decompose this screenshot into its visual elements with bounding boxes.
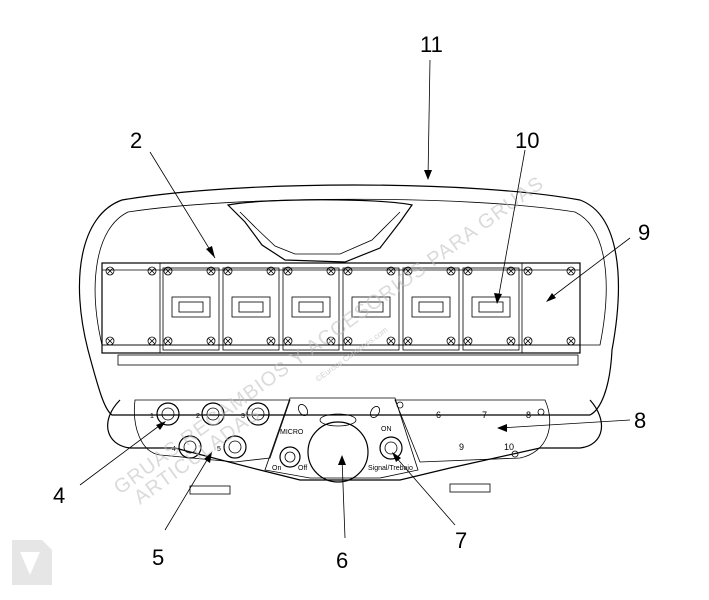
button-label-2: 2 [196,413,200,420]
status-led-left [298,404,308,416]
screw-icon [523,336,533,346]
screw-icon [446,266,456,276]
push-button-5[interactable] [223,435,247,459]
right-number-panel: 6 7 8 9 10 [396,401,545,458]
screw-icon [326,336,336,346]
screw-icon [163,336,173,346]
switch-3[interactable] [282,267,340,351]
callout-2: 2 [130,128,142,153]
button-label-1: 1 [150,413,154,420]
joystick-knob[interactable] [307,413,369,483]
screw-icon [206,336,216,346]
micro-label: MICRO [280,429,304,436]
switch-6[interactable] [462,267,520,351]
callout-10: 10 [515,128,539,153]
on-label: ON [381,426,392,433]
micro-off-label: Off [298,465,307,472]
switch-panel [101,262,581,354]
screw-icons [105,266,576,346]
screw-icon [343,266,353,276]
screw-icon [523,266,533,276]
switch-1[interactable] [162,267,220,351]
screw-icon [386,266,396,276]
screw-icon [163,266,173,276]
screw-icon [463,266,473,276]
screw-icon [566,266,576,276]
deck-left-pod [134,399,291,463]
screw-icon [266,336,276,346]
left-button-group: 1 2 3 4 5 [150,402,270,459]
signal-label: Signal/Trebajo [368,465,413,472]
screw-icon [343,336,353,346]
screw-icon [566,336,576,346]
center-controls: MICRO On Off ON Signal/Trebajo [272,404,413,483]
callout-6: 6 [336,548,348,573]
callout-4: 4 [53,483,65,508]
screw-icon [326,266,336,276]
panel-screw-left [396,401,404,409]
leader-lines [79,59,631,539]
screw-icon [506,336,516,346]
callout-8: 8 [634,408,646,433]
push-button-2[interactable] [201,402,225,426]
screw-icon [446,336,456,346]
button-label-4: 4 [172,446,176,453]
switch-5[interactable] [402,267,460,351]
status-led-right [370,406,380,418]
top-hood-inner [239,211,401,255]
screw-icon [463,336,473,346]
number-9: 9 [459,442,464,452]
switch-modules [162,267,520,351]
screw-icon [206,266,216,276]
number-10: 10 [504,442,514,452]
on-switch[interactable] [379,436,403,460]
screw-icon [266,266,276,276]
screw-icon [506,266,516,276]
screw-icon [386,336,396,346]
watermark-line-1: GRUAS RECAMBIOS Y ACCESORIOS PARA GRUAS [110,172,548,499]
right-foot [449,483,491,493]
switch-2[interactable] [222,267,280,351]
callout-7: 7 [455,528,467,553]
push-button-3[interactable] [246,402,270,426]
panel-screw-bottom [511,450,519,458]
switch-4[interactable] [342,267,400,351]
housing-outline [78,184,619,416]
screw-icon [403,266,413,276]
screw-icon [223,266,233,276]
top-hood [226,199,414,263]
callout-11: 11 [420,32,443,57]
push-button-1[interactable] [156,402,180,426]
button-label-5: 5 [217,446,221,453]
deck-right-pod [394,399,551,463]
document-icon [12,540,52,585]
screw-icon [223,336,233,346]
button-label-3: 3 [241,413,245,420]
callout-9: 9 [638,220,650,245]
callout-5: 5 [152,545,164,570]
screw-icon [283,336,293,346]
push-button-4[interactable] [178,435,202,459]
watermark: GRUAS RECAMBIOS Y ACCESORIOS PARA GRUAS … [110,172,548,509]
left-foot [189,485,231,495]
micro-on-label: On [272,465,281,472]
screw-icon [105,336,115,346]
screw-icon [283,266,293,276]
screw-icon [147,266,157,276]
deck-center-pod [264,397,419,479]
screw-icon [105,266,115,276]
number-8: 8 [526,410,531,420]
number-6: 6 [436,410,441,420]
panel-lip [117,354,579,366]
number-7: 7 [482,410,487,420]
micro-switch[interactable] [279,446,301,468]
screw-icon [403,336,413,346]
screw-icon [147,336,157,346]
callout-labels: 2 11 10 9 8 4 5 6 7 [53,32,650,573]
panel-screw-top [537,408,545,416]
